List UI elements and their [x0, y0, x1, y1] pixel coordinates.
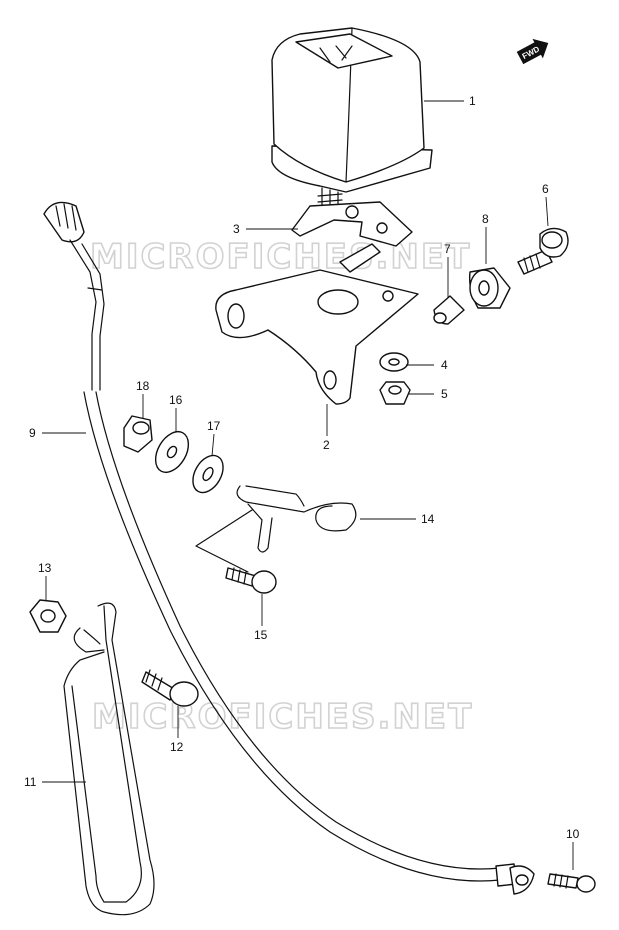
callout-5: 5 [441, 387, 448, 401]
assembly-guide-line [195, 509, 253, 573]
part-10-screw [547, 873, 596, 893]
part-7-sleeve [433, 295, 465, 325]
callout-14: 14 [421, 512, 435, 526]
callout-7: 7 [444, 242, 451, 256]
part-1-meter-housing [271, 27, 433, 213]
callout-18: 18 [136, 379, 150, 393]
part-18-nut [123, 415, 153, 453]
callout-13: 13 [38, 561, 52, 575]
part-6-bolt [517, 227, 569, 275]
part-3-plate [291, 201, 413, 273]
fwd-arrow-icon: FWD [516, 38, 549, 65]
callout-6: 6 [542, 182, 549, 196]
watermark-top: MICROFICHES.NET [90, 237, 471, 277]
callout-labels: 1 2 3 4 5 6 7 8 9 10 11 12 13 14 15 16 1… [24, 94, 580, 841]
part-16-washer [154, 431, 190, 473]
part-5-nut [379, 381, 411, 405]
watermark-bottom: MICROFICHES.NET [92, 697, 473, 737]
callout-15: 15 [254, 628, 268, 642]
part-13-nut [29, 599, 67, 633]
callout-4: 4 [441, 358, 448, 372]
callout-17: 17 [207, 419, 221, 433]
part-11-clamp [63, 602, 155, 916]
callout-1: 1 [469, 94, 476, 108]
callout-2: 2 [323, 438, 330, 452]
callout-10: 10 [566, 827, 580, 841]
part-2-bracket [215, 269, 419, 405]
leader-6 [545, 196, 549, 227]
callout-16: 16 [169, 393, 183, 407]
part-9-speedometer-cable [43, 201, 535, 895]
callout-12: 12 [170, 740, 184, 754]
callout-9: 9 [29, 426, 36, 440]
part-12-bolt [141, 669, 199, 707]
leader-17 [211, 433, 215, 457]
callout-8: 8 [482, 212, 489, 226]
part-15-screw [225, 567, 277, 594]
leader-lines [42, 100, 574, 870]
callout-3: 3 [233, 222, 240, 236]
part-14-spring-clip [236, 485, 357, 553]
callout-11: 11 [24, 775, 37, 789]
part-17-lock-washer [192, 454, 224, 494]
part-8-grommet [468, 267, 511, 309]
part-4-washer [379, 352, 409, 372]
